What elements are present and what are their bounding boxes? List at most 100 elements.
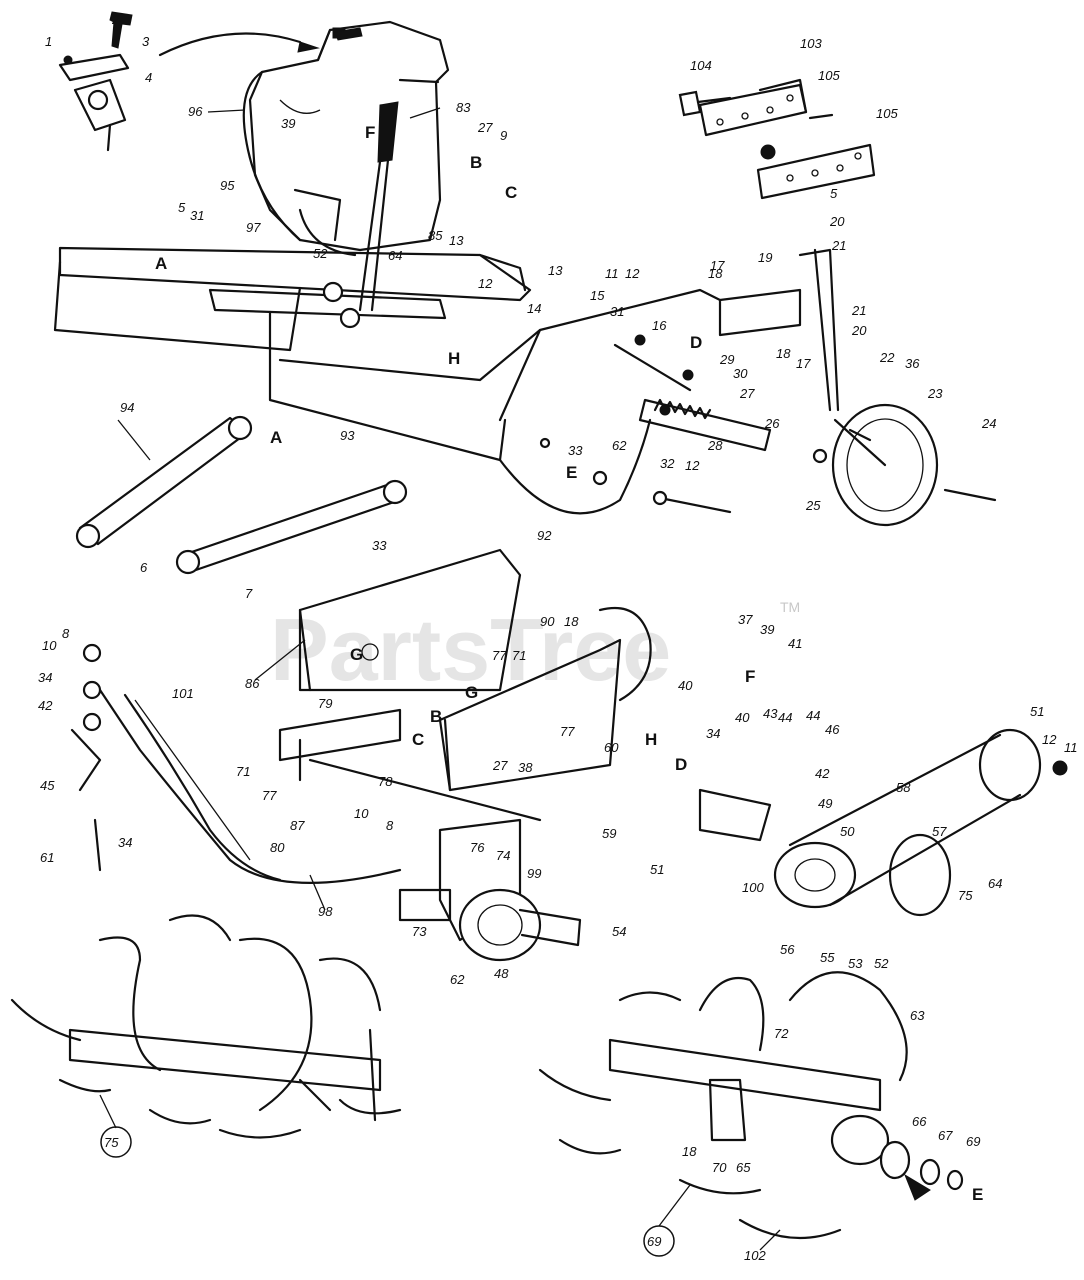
part-label: 63	[910, 1008, 925, 1023]
part-label: 87	[290, 818, 305, 833]
part-label: 79	[318, 696, 332, 711]
chain-drawing	[70, 643, 402, 884]
part-label: 11	[605, 266, 619, 281]
part-label: 27	[739, 386, 755, 401]
part-label: 42	[815, 766, 830, 781]
transmission-drawing	[398, 728, 1068, 962]
circled-label: 69	[647, 1234, 661, 1249]
part-label: 9	[500, 128, 507, 143]
ref-letter: C	[505, 183, 517, 202]
part-label: 85	[428, 228, 443, 243]
cable-arrow-head	[297, 41, 320, 53]
part-label: 77	[560, 724, 575, 739]
part-label: 18	[564, 614, 579, 629]
ref-letter: C	[412, 730, 424, 749]
part-label: 37	[738, 612, 753, 627]
ref-letter: B	[430, 707, 442, 726]
part-label: 38	[518, 760, 533, 775]
part-label: 40	[735, 710, 750, 725]
part-label: 8	[62, 626, 70, 641]
part-label: 33	[372, 538, 387, 553]
part-label: 18	[682, 1144, 697, 1159]
cable-arrow	[158, 32, 302, 57]
part-label: 31	[190, 208, 204, 223]
ref-letter: H	[645, 730, 657, 749]
leader-lines	[99, 107, 781, 1251]
part-label: 77	[492, 648, 507, 663]
part-label: 12	[478, 276, 493, 291]
drag-links-drawing	[75, 415, 408, 575]
part-label: 10	[354, 806, 369, 821]
right-tine-assembly-drawing	[538, 971, 964, 1240]
part-label: 93	[340, 428, 355, 443]
part-label: 28	[707, 438, 723, 453]
part-label: 56	[780, 942, 795, 957]
part-label: 51	[1030, 704, 1044, 719]
part-label: 5	[830, 186, 838, 201]
part-label: 57	[932, 824, 947, 839]
part-label: 31	[610, 304, 624, 319]
washer-18-drawing	[652, 490, 668, 506]
part-label: 32	[660, 456, 675, 471]
part-label: 98	[318, 904, 333, 919]
part-label: 45	[40, 778, 55, 793]
part-label: 36	[905, 356, 920, 371]
part-label: 16	[652, 318, 667, 333]
part-label: 27	[492, 758, 508, 773]
part-number-labels: 1 2 3 4 96 39 83 27 9 95 85 97 52 64 13 …	[38, 12, 1078, 1263]
part-label: 15	[590, 288, 605, 303]
throttle-control-drawing	[58, 11, 133, 152]
watermark-trademark: TM	[780, 599, 800, 615]
part-label: 52	[313, 246, 328, 261]
ref-letter: A	[270, 428, 282, 447]
part-label: 8	[386, 818, 394, 833]
ref-letter: E	[972, 1185, 983, 1204]
part-label: 21	[851, 303, 866, 318]
part-label: 60	[604, 740, 619, 755]
part-label: 64	[388, 248, 402, 263]
reference-letters: A A B B C C D D E E F F G G H H	[155, 123, 983, 1204]
part-label: 90	[540, 614, 555, 629]
ref-letter: F	[745, 667, 755, 686]
ref-letter: B	[470, 153, 482, 172]
part-label: 70	[712, 1160, 727, 1175]
part-label: 10	[42, 638, 57, 653]
part-label: 52	[874, 956, 889, 971]
part-label: 50	[840, 824, 855, 839]
part-label: 86	[245, 676, 260, 691]
part-label: 73	[412, 924, 427, 939]
depth-wheel-drawing	[718, 248, 997, 527]
part-label: 13	[548, 263, 563, 278]
part-label: 67	[938, 1128, 953, 1143]
part-label: 65	[736, 1160, 751, 1175]
ref-letter: E	[566, 463, 577, 482]
part-label: 61	[40, 850, 54, 865]
part-label: 7	[245, 586, 253, 601]
belt-cover-drawing	[278, 548, 652, 822]
main-frame-drawing	[53, 246, 772, 515]
part-label: 104	[690, 58, 712, 73]
part-label: 14	[527, 301, 541, 316]
part-label: 3	[142, 34, 150, 49]
part-label: 2	[111, 12, 120, 27]
part-label: 30	[733, 366, 748, 381]
part-label: 34	[38, 670, 52, 685]
part-label: 74	[496, 848, 510, 863]
part-label: 39	[281, 116, 295, 131]
part-label: 42	[38, 698, 53, 713]
part-label: 71	[512, 648, 526, 663]
part-label: 22	[879, 350, 895, 365]
part-label: 55	[820, 950, 835, 965]
part-label: 18	[776, 346, 791, 361]
part-label: 44	[778, 710, 792, 725]
part-label: 46	[825, 722, 840, 737]
part-label: 99	[527, 866, 541, 881]
part-label: 103	[800, 36, 822, 51]
ref-letter: D	[675, 755, 687, 774]
ref-letter: F	[365, 123, 375, 142]
part-label: 48	[494, 966, 509, 981]
engine-drawing	[242, 20, 450, 312]
part-label: 94	[120, 400, 134, 415]
circled-labels: 75 69	[100, 1126, 675, 1257]
